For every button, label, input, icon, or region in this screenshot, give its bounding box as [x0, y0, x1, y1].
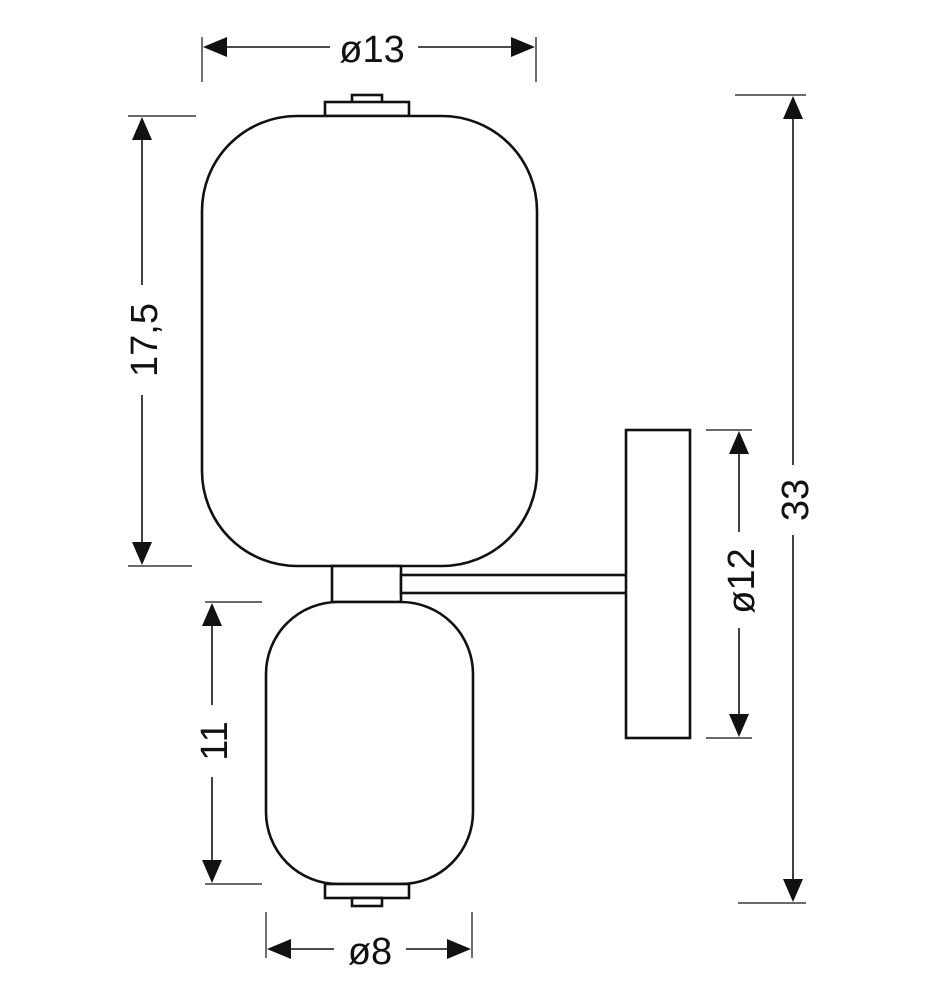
arrow-down — [132, 542, 152, 565]
arrow-right — [447, 939, 471, 959]
arrow-down — [729, 714, 749, 737]
arrow-left — [203, 37, 227, 57]
arrow-down — [202, 860, 222, 883]
bottom-cap-knob — [350, 896, 384, 908]
bottom-diameter-dimension: ø8 — [265, 912, 473, 973]
arrow-left — [267, 939, 291, 959]
upper-shade-height-dimension: 17,5 — [124, 115, 196, 567]
bottom-diameter-label: ø8 — [348, 931, 392, 973]
total-height-label: 33 — [775, 479, 817, 521]
top-diameter-label: ø13 — [339, 29, 404, 71]
arrow-up — [783, 96, 803, 119]
top-cap-plate — [323, 100, 411, 118]
arrow-up — [202, 603, 222, 626]
base-diameter-label: ø12 — [721, 548, 763, 613]
arrow-up — [729, 431, 749, 454]
base-diameter-dimension: ø12 — [706, 429, 763, 739]
lamp-body — [200, 93, 692, 908]
lower-shade-height-label: 11 — [194, 721, 236, 760]
arrow-right — [511, 37, 535, 57]
bottom-cap-plate — [323, 882, 411, 900]
lower-shade — [264, 600, 475, 886]
arrow-down — [783, 879, 803, 902]
total-height-dimension: 33 — [735, 94, 817, 904]
wall-arm — [399, 573, 629, 595]
upper-shade-height-label: 17,5 — [124, 303, 166, 377]
arrow-up — [132, 117, 152, 140]
upper-shade — [200, 114, 539, 568]
top-diameter-dimension: ø13 — [201, 29, 537, 82]
wall-base-plate — [624, 428, 692, 740]
lower-shade-height-dimension: 11 — [194, 601, 262, 885]
center-connector — [330, 564, 403, 604]
